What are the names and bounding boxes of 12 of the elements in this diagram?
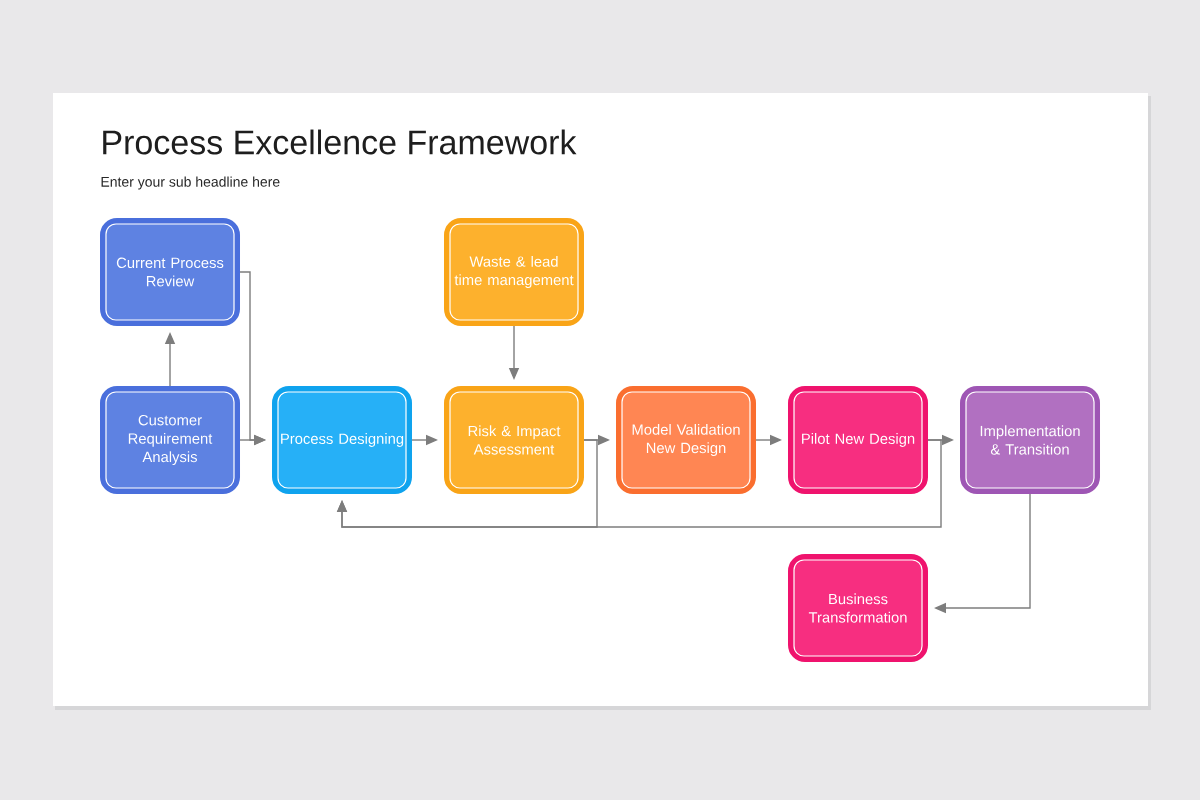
title: Process Excellence Framework — [103, 129, 577, 155]
process-box: Risk & Impact Assessment — [444, 386, 584, 494]
process-box: Business Transformation — [788, 554, 928, 662]
process-box: Model Validation New Design — [616, 386, 756, 494]
process-box: Customer Requirement Analysis — [100, 386, 240, 494]
process-box: Current Process Review — [100, 218, 240, 326]
subtitle: Enter your sub headline here — [101, 176, 280, 190]
arrow — [336, 439, 942, 528]
process-box: Implementation & Transition — [960, 386, 1100, 494]
process-box: Pilot New Design — [788, 386, 928, 494]
process-box: Process Designing — [272, 386, 412, 494]
process-box: Waste & lead time management — [444, 218, 584, 326]
